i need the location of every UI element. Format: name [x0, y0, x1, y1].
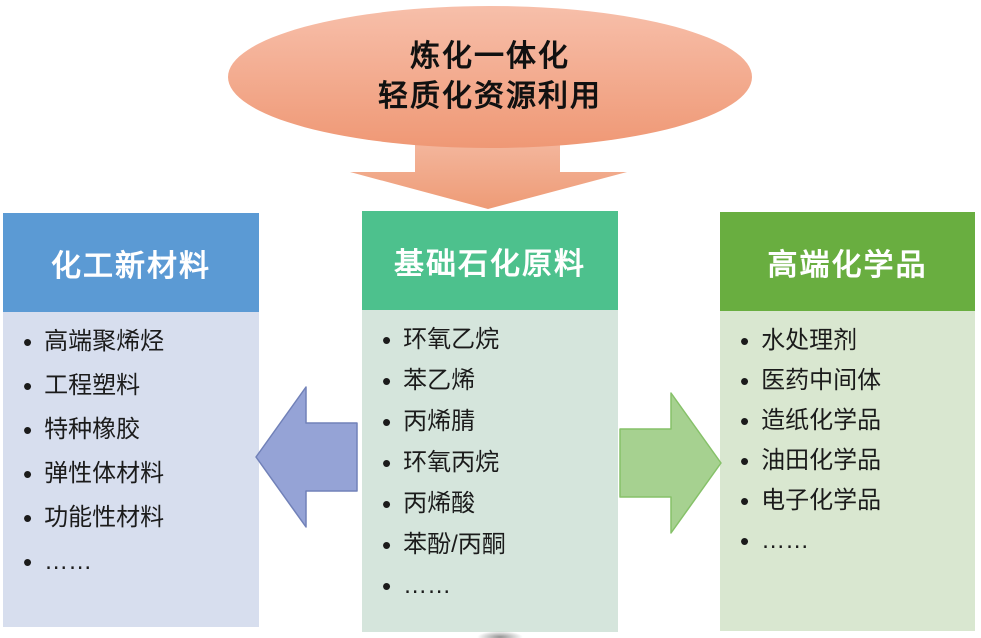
- list-item: 丙烯酸: [382, 490, 612, 518]
- list-item: 医药中间体: [740, 367, 969, 395]
- column-left-list: 高端聚烯烃工程塑料特种橡胶弹性体材料功能性材料 ……: [23, 328, 253, 576]
- column-high-end-chemicals: 高端化学品 水处理剂医药中间体造纸化学品油田化学品电子化学品 ……: [720, 212, 975, 631]
- column-basic-petrochemical-feedstock: 基础石化原料 环氧乙烷苯乙烯丙烯腈环氧丙烷丙烯酸苯酚/丙酮 ……: [362, 211, 618, 632]
- integration-ellipse: 炼化一体化 轻质化资源利用: [228, 6, 752, 148]
- column-left-body: 高端聚烯烃工程塑料特种橡胶弹性体材料功能性材料 ……: [3, 312, 259, 627]
- column-middle-list: 环氧乙烷苯乙烯丙烯腈环氧丙烷丙烯酸苯酚/丙酮 ……: [382, 326, 612, 600]
- list-item: 高端聚烯烃: [23, 328, 253, 356]
- list-item: ……: [382, 572, 612, 600]
- list-item: 丙烯腈: [382, 408, 612, 436]
- list-item: 功能性材料: [23, 504, 253, 532]
- column-middle-body: 环氧乙烷苯乙烯丙烯腈环氧丙烷丙烯酸苯酚/丙酮 ……: [362, 310, 618, 632]
- bottom-clipped-shape: [477, 631, 523, 638]
- list-item: 造纸化学品: [740, 407, 969, 435]
- list-item: 苯酚/丙酮: [382, 531, 612, 559]
- list-item: 电子化学品: [740, 487, 969, 515]
- column-new-chemical-materials: 化工新材料 高端聚烯烃工程塑料特种橡胶弹性体材料功能性材料 ……: [3, 213, 259, 627]
- list-item: 水处理剂: [740, 327, 969, 355]
- column-left-title: 化工新材料: [3, 213, 259, 312]
- ellipse-title-line2: 轻质化资源利用: [378, 80, 602, 113]
- list-item: 环氧丙烷: [382, 449, 612, 477]
- column-middle-title: 基础石化原料: [362, 211, 618, 310]
- ellipse-title-line1: 炼化一体化: [410, 40, 570, 73]
- list-item: 特种橡胶: [23, 416, 253, 444]
- list-item: 苯乙烯: [382, 367, 612, 395]
- list-item: ……: [740, 527, 969, 555]
- list-item: 工程塑料: [23, 372, 253, 400]
- list-item: 弹性体材料: [23, 460, 253, 488]
- list-item: 油田化学品: [740, 447, 969, 475]
- column-right-title: 高端化学品: [720, 212, 975, 311]
- left-arrow-icon: [255, 386, 358, 528]
- list-item: 环氧乙烷: [382, 326, 612, 354]
- down-arrow-icon: [350, 140, 627, 209]
- column-right-body: 水处理剂医药中间体造纸化学品油田化学品电子化学品 ……: [720, 311, 975, 631]
- right-arrow-icon: [619, 392, 722, 534]
- list-item: ……: [23, 548, 253, 576]
- column-right-list: 水处理剂医药中间体造纸化学品油田化学品电子化学品 ……: [740, 327, 969, 555]
